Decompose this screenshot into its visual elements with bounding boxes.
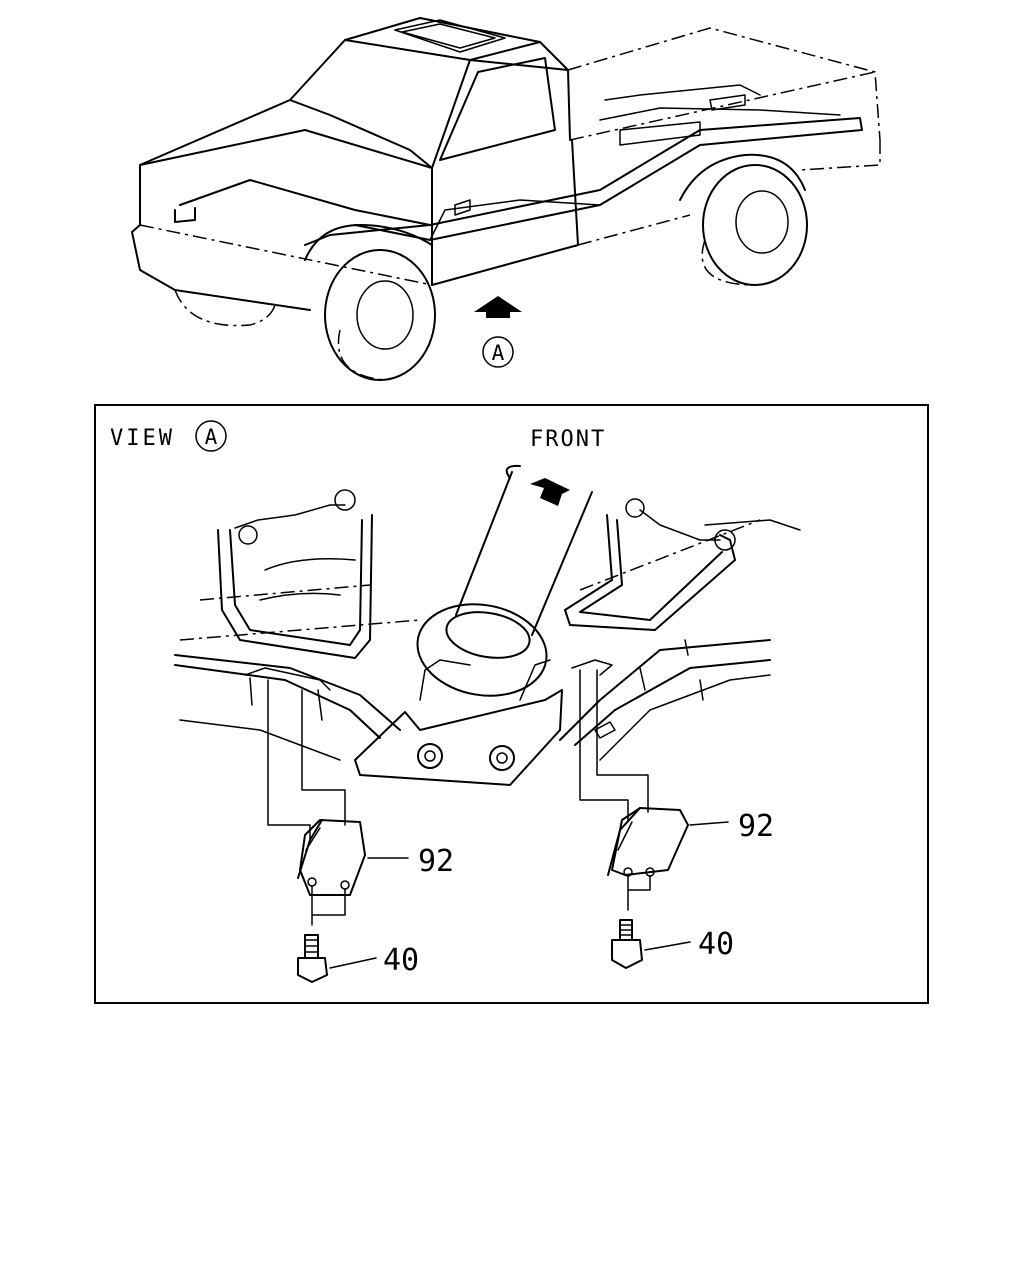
left-bracket-assembly: 92 40 [244, 667, 454, 983]
part-number-92-right: 92 [738, 809, 774, 844]
front-label: FRONT [530, 427, 606, 452]
view-a-frame [94, 404, 929, 1004]
part-number-92-left: 92 [418, 844, 454, 879]
front-arrow [530, 478, 570, 506]
part-number-40-left: 40 [383, 943, 419, 978]
right-bracket-assembly: 92 40 [571, 659, 774, 969]
underbody-drawing [174, 464, 801, 786]
view-label: VIEW [110, 426, 175, 451]
callout-marker-a: A [492, 341, 505, 365]
part-number-40-right: 40 [698, 927, 734, 962]
view-a-arrow [474, 296, 522, 318]
truck-illustration: A [131, 17, 881, 381]
view-marker: A [205, 425, 218, 449]
